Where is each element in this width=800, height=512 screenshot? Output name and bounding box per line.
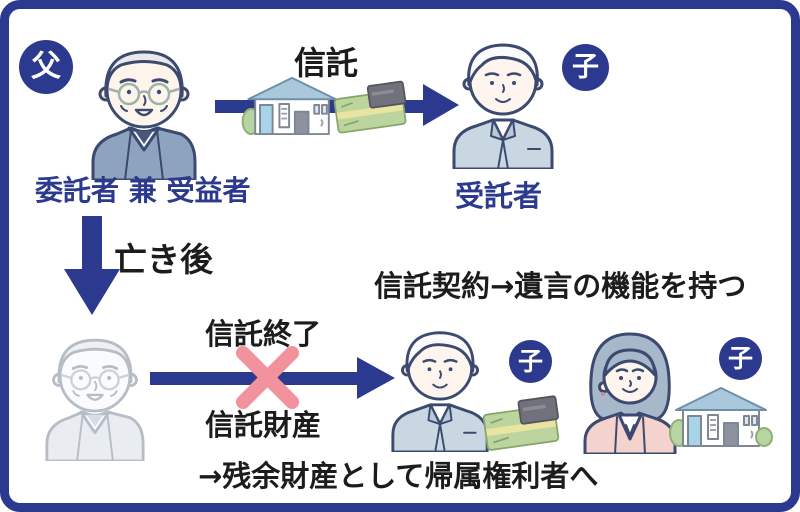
trust-arrow-label: 信託 [294, 44, 359, 82]
after-death-label: 亡き後 [114, 240, 213, 279]
bankbook-card-icon-bottom [479, 392, 567, 455]
daughter-illustration [579, 329, 681, 454]
father-illustration [83, 38, 205, 180]
bankbook-card-icon [330, 77, 414, 137]
father-role-label: 委託者 兼 受益者 [35, 174, 251, 207]
beneficiary-son-illustration [389, 325, 491, 452]
trustee-son-illustration [450, 37, 556, 169]
contract-note: 信託契約→遺言の機能を持つ [374, 269, 747, 303]
house-icon-bottom [665, 383, 777, 447]
trust-end-label: 信託終了 [205, 317, 322, 351]
residual-note: →残余財産として帰属権利者へ [198, 459, 599, 493]
deceased-father-illustration [35, 327, 155, 461]
house-icon [238, 73, 346, 135]
glasses-icon [108, 82, 180, 106]
trustee-child-badge: 子 [562, 44, 609, 91]
cancel-x-icon [236, 346, 299, 409]
father-badge: 父 [19, 40, 73, 94]
death-arrow-down-icon [64, 216, 120, 315]
trustee-role-label: 受託者 [455, 179, 543, 213]
son-badge: 子 [509, 340, 552, 383]
daughter-badge: 子 [719, 337, 762, 380]
trust-assets-label: 信託財産 [205, 408, 322, 442]
